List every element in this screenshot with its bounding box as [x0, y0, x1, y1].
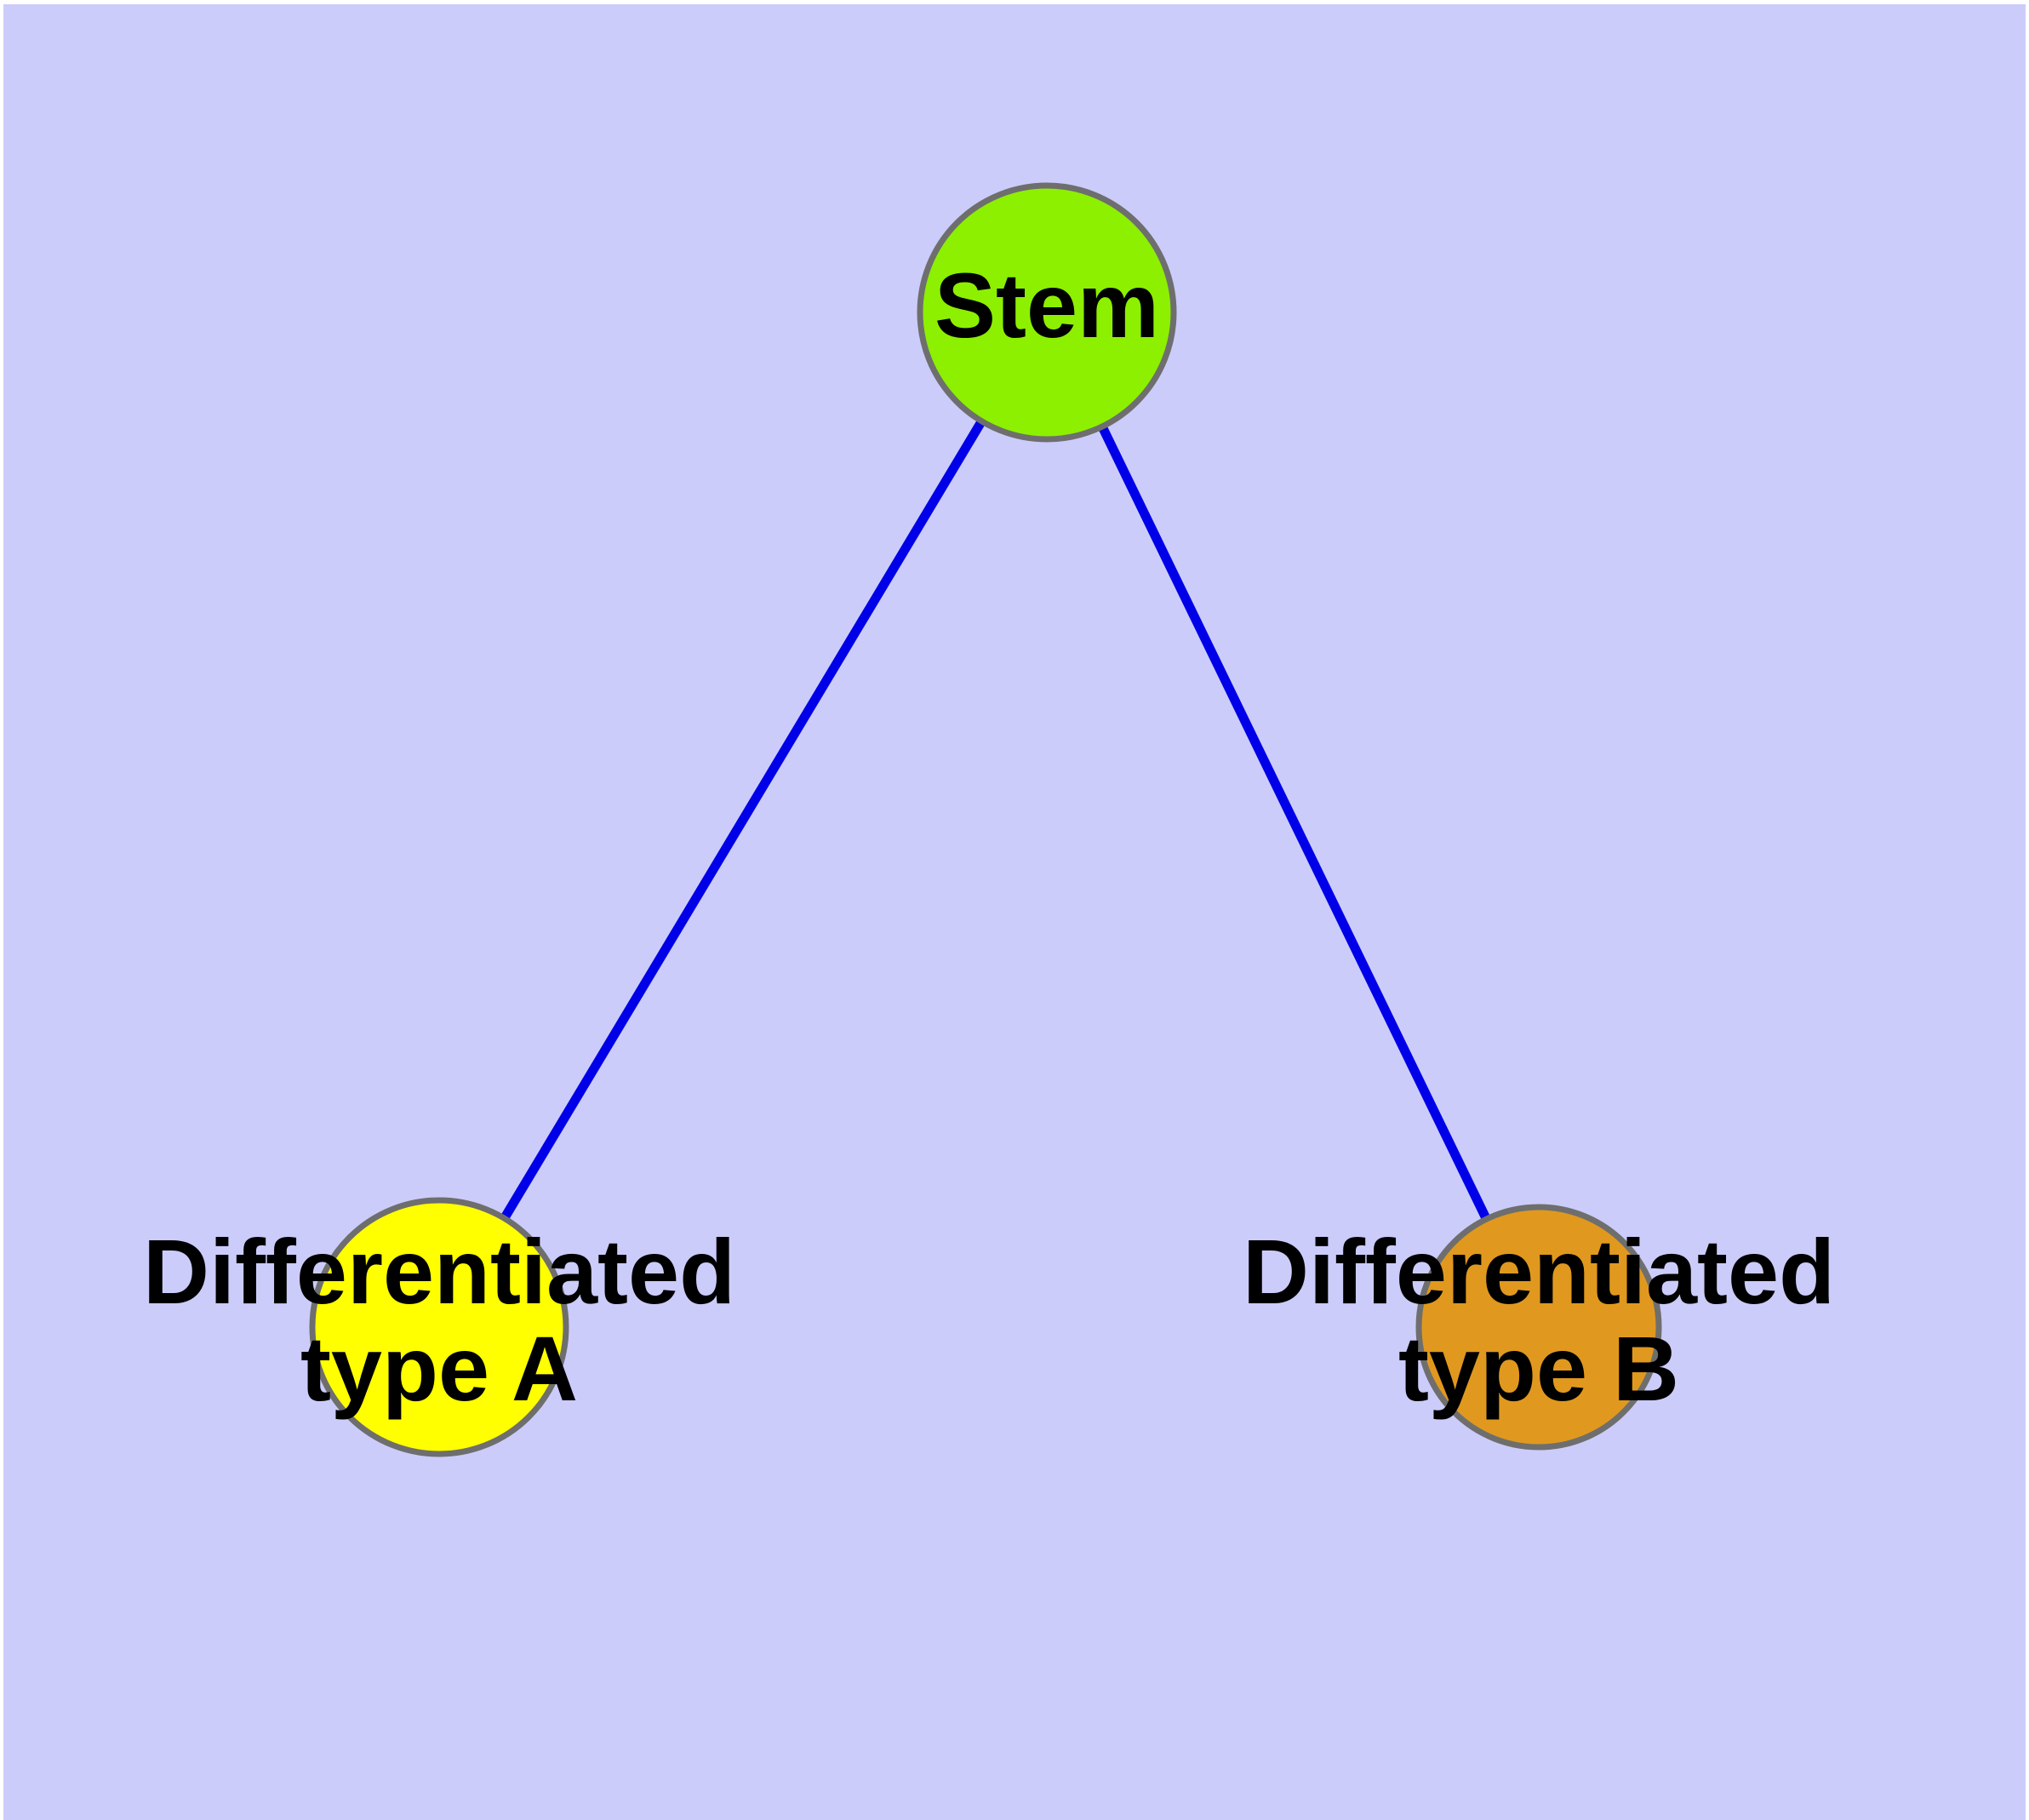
graph-edge[interactable] — [435, 310, 1051, 1330]
graph-node-label-line: Differentiated — [1243, 1219, 1835, 1322]
graph-edge[interactable] — [1043, 310, 1543, 1330]
graph-node-label-line: type A — [300, 1317, 578, 1420]
graph-node-label-line: Differentiated — [143, 1219, 735, 1322]
graph-node-stem[interactable] — [917, 182, 1177, 443]
nodes-layer — [309, 182, 1662, 1457]
graph-node-label-stem: Stem — [934, 254, 1159, 357]
edges-layer — [435, 310, 1543, 1330]
graph-node-diff_a[interactable] — [309, 1197, 569, 1457]
graph-node-label-line: Stem — [934, 254, 1159, 357]
graph-node-label-line: type B — [1398, 1317, 1679, 1420]
graph-node-diff_b[interactable] — [1415, 1204, 1662, 1451]
